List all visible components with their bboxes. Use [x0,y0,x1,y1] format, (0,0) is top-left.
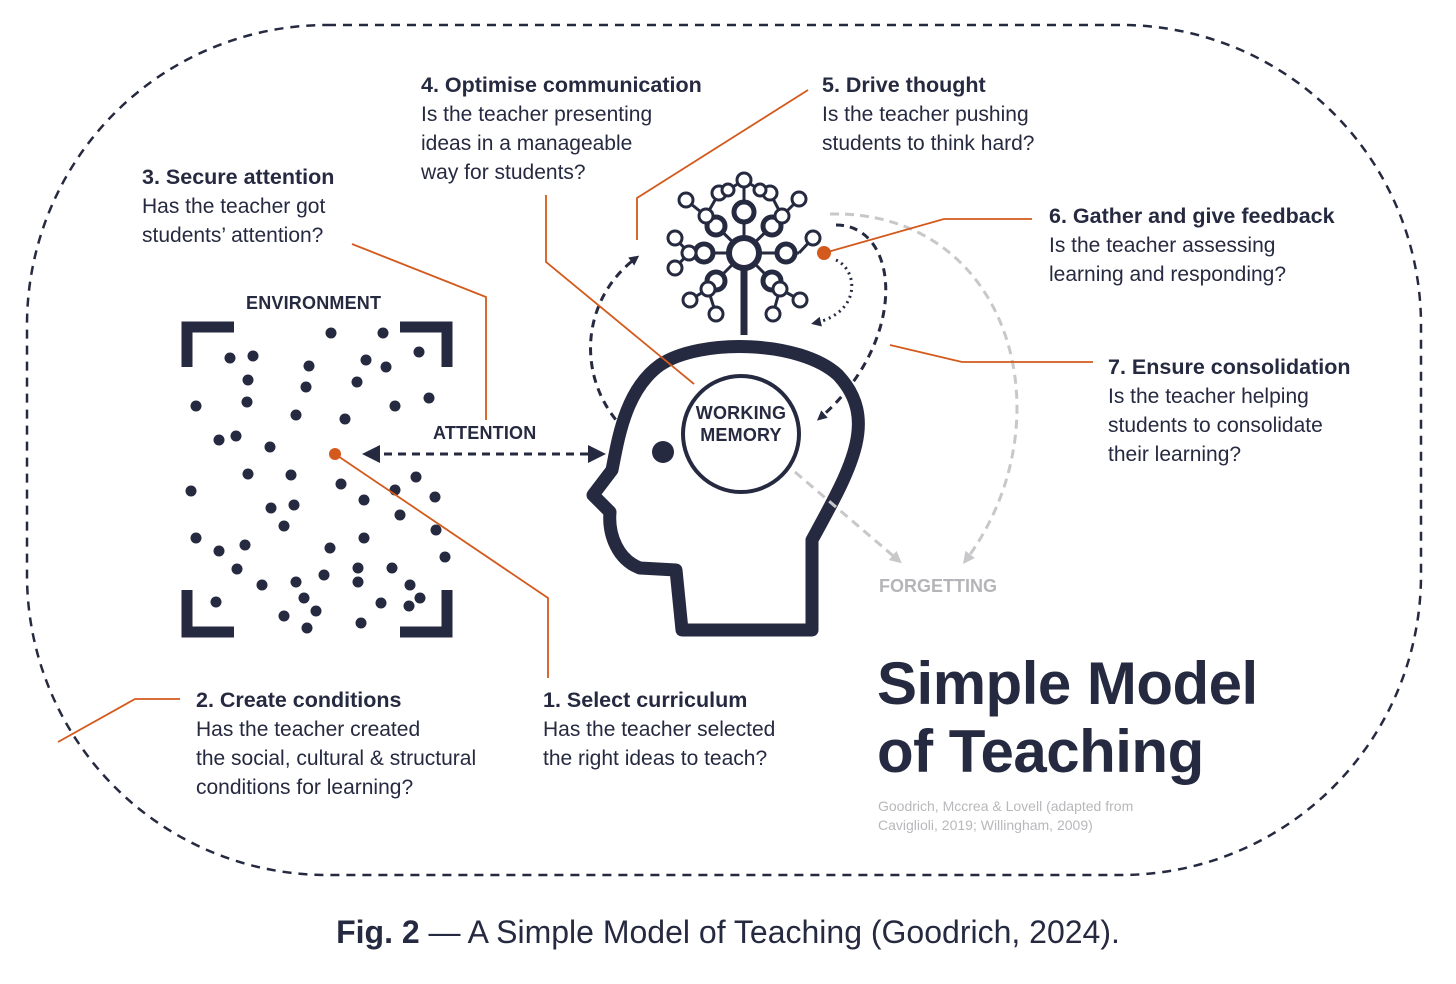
label-ensure-consolidation: 7. Ensure consolidation Is the teacher h… [1108,353,1351,469]
label-drive-thought: 5. Drive thought Is the teacher pushing … [822,71,1034,158]
ensure-consolidation-line-2: students to consolidate [1108,414,1323,437]
label-gather-feedback: 6. Gather and give feedback Is the teach… [1049,202,1335,289]
leader-secure-attention [351,243,487,420]
working-memory-caption: WORKING MEMORY [683,402,799,446]
label-create-conditions: 2. Create conditions Has the teacher cre… [196,686,476,802]
secure-attention-line-1: Has the teacher got [142,195,326,218]
consolidation-loop [816,223,888,421]
leader-gather-feedback [823,218,1032,254]
drive-thought-loop [589,255,640,432]
create-conditions-heading: 2. Create conditions [196,688,402,712]
citation-line-2: Caviglioli, 2019; Willingham, 2009) [878,817,1093,833]
select-curriculum-heading: 1. Select curriculum [543,688,748,712]
forgetting-caption: FORGETTING [879,576,997,596]
working-memory-caption-line-1: WORKING [695,403,787,423]
select-curriculum-line-1: Has the teacher selected [543,718,776,741]
working-memory-circle [681,374,801,494]
model-title-line-1: Simple Model [877,650,1258,717]
optimise-communication-line-1: Is the teacher presenting [421,103,653,126]
figure-caption-text: — A Simple Model of Teaching (Goodrich, … [419,914,1120,950]
secure-attention-heading: 3. Secure attention [142,165,335,189]
leader-create-conditions [57,698,180,743]
leader-ensure-consolidation [889,344,1093,363]
attention-arrow-right-head [588,445,606,463]
head-outline [586,340,865,637]
create-conditions-line-2: the social, cultural & structural [196,747,477,770]
ensure-consolidation-line-1: Is the teacher helping [1108,385,1309,408]
drive-thought-line-1: Is the teacher pushing [822,103,1029,126]
optimise-communication-heading: 4. Optimise communication [421,73,702,97]
environment-caption: ENVIRONMENT [246,293,382,313]
optimise-communication-line-3: way for students? [421,161,586,184]
feedback-loop [811,258,854,327]
optimise-communication-line-2: ideas in a manageable [421,132,633,155]
environment-frame [181,321,453,638]
environment-dots [185,327,451,634]
citation: Goodrich, Mccrea & Lovell (adapted from … [878,797,1178,835]
leader-lines [57,89,1093,743]
forgetting-arrow-right [829,212,1019,565]
drive-thought-line-2: students to think hard? [822,132,1035,155]
select-curriculum-line-2: the right ideas to teach? [543,747,768,770]
figure-caption: Fig. 2 — A Simple Model of Teaching (Goo… [0,914,1456,951]
leader-select-curriculum [334,453,549,678]
label-secure-attention: 3. Secure attention Has the teacher got … [142,163,334,250]
ensure-consolidation-line-3: their learning? [1108,443,1242,466]
secure-attention-line-2: students’ attention? [142,224,324,247]
label-optimise-communication: 4. Optimise communication Is the teacher… [421,71,702,187]
head-eye [652,441,674,463]
attention-caption: ATTENTION [433,423,537,443]
model-title-line-2: of Teaching [877,718,1204,785]
forgetting-arrow-left [794,470,902,564]
gather-feedback-line-2: learning and responding? [1049,263,1287,286]
citation-line-1: Goodrich, Mccrea & Lovell (adapted from [878,798,1134,814]
long-term-memory-network [666,171,822,335]
leader-drive-thought [636,89,809,240]
drive-thought-heading: 5. Drive thought [822,73,986,97]
gather-feedback-line-1: Is the teacher assessing [1049,234,1276,257]
model-title: Simple Model of Teaching [877,650,1258,786]
create-conditions-line-3: conditions for learning? [196,776,414,799]
figure-caption-prefix: Fig. 2 [336,914,420,950]
gather-feedback-heading: 6. Gather and give feedback [1049,204,1335,228]
outer-boundary [25,23,1423,877]
ensure-consolidation-heading: 7. Ensure consolidation [1108,355,1351,379]
working-memory-caption-line-2: MEMORY [700,425,782,445]
label-select-curriculum: 1. Select curriculum Has the teacher sel… [543,686,775,773]
leader-optimise-communication [545,195,695,385]
create-conditions-line-1: Has the teacher created [196,718,421,741]
attention-arrow-left-head [362,445,380,463]
